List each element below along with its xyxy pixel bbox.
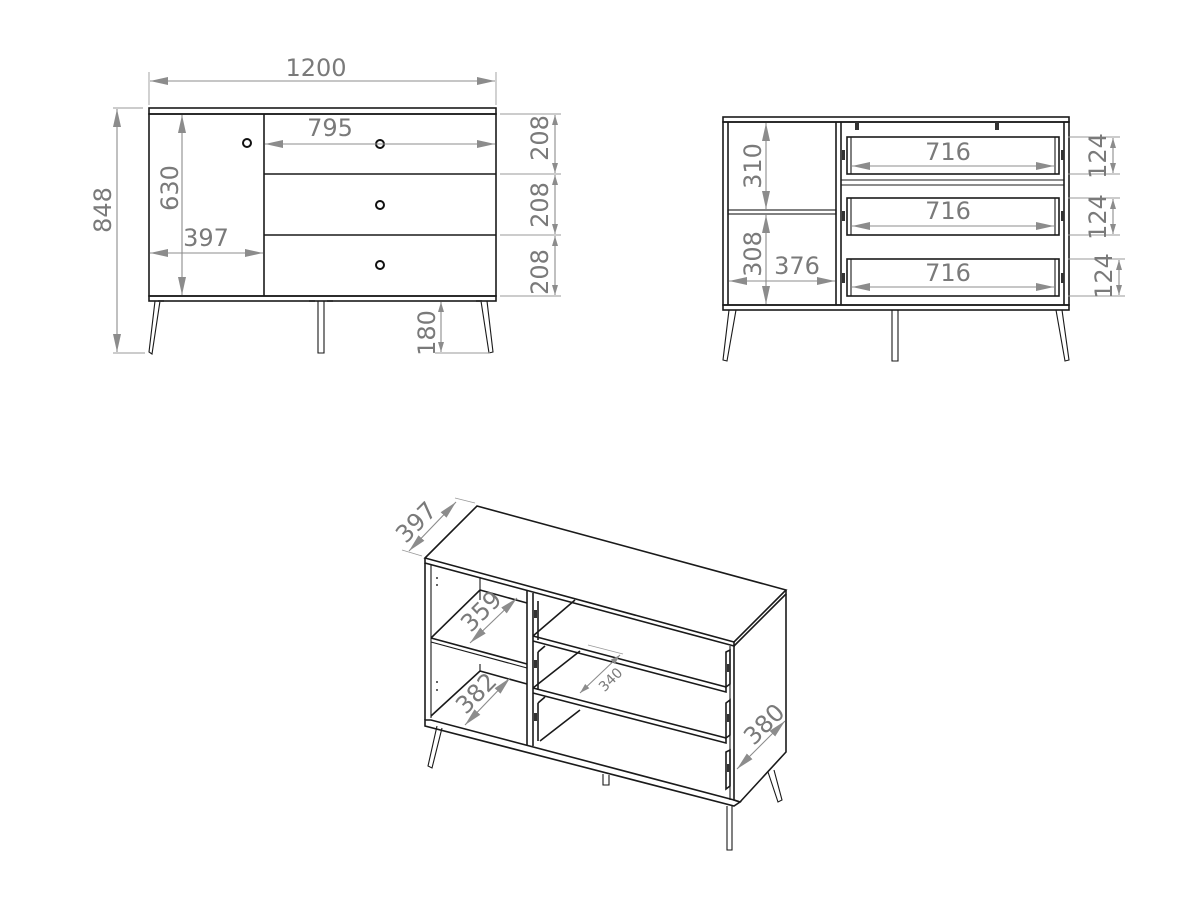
dim-drawer-inner-height-1: 124 <box>1084 133 1112 179</box>
dim-door-width: 397 <box>183 224 229 252</box>
isometric-view: 397 359 382 340 380 <box>390 496 790 851</box>
legs <box>722 309 1070 362</box>
dim-drawer-inner-height-2: 124 <box>1084 194 1112 240</box>
dim-door-height: 630 <box>156 165 184 211</box>
dim-compartment-width: 376 <box>774 252 820 280</box>
dim-upper-shelf-depth: 359 <box>455 585 507 637</box>
dim-side-depth: 380 <box>738 698 790 750</box>
dim-drawer-inner-width-1: 716 <box>925 138 971 166</box>
dim-leg-height: 180 <box>413 310 441 356</box>
drawers <box>532 599 731 791</box>
dim-upper-compartment-height: 310 <box>739 143 767 189</box>
dim-drawer-width: 795 <box>307 114 353 142</box>
dim-overall-width: 1200 <box>285 54 346 82</box>
drawer-boxes <box>842 136 1064 297</box>
drawer-knob-icon <box>375 260 385 270</box>
bottom-panel <box>424 719 742 807</box>
dim-drawer-inner-width-3: 716 <box>925 259 971 287</box>
dim-drawer-height-3: 208 <box>526 249 554 295</box>
dim-lower-compartment-height: 308 <box>739 231 767 277</box>
dim-drawer-height-2: 208 <box>526 182 554 228</box>
shelf <box>727 209 837 215</box>
open-front-view: 310 308 376 716 716 716 124 124 124 <box>722 116 1125 362</box>
drawer-knob-icon <box>375 200 385 210</box>
dim-drawer-depth: 340 <box>596 665 626 695</box>
dim-overall-height: 848 <box>89 187 117 233</box>
front-view: 1200 848 630 397 795 208 208 208 180 <box>89 54 561 356</box>
bottom-board <box>722 304 1070 311</box>
hinge-icon <box>855 122 859 130</box>
dim-drawer-inner-height-3: 124 <box>1090 253 1118 299</box>
side-panel <box>733 594 787 803</box>
left-lower-shelf <box>430 670 528 717</box>
bottom-board <box>148 295 497 302</box>
legs <box>427 725 783 851</box>
legs <box>148 300 494 355</box>
dim-drawer-height-1: 208 <box>526 115 554 161</box>
door-knob-icon <box>242 138 252 148</box>
dim-drawer-inner-width-2: 716 <box>925 197 971 225</box>
hinge-icon <box>995 122 999 130</box>
dim-top-depth: 397 <box>390 496 442 548</box>
